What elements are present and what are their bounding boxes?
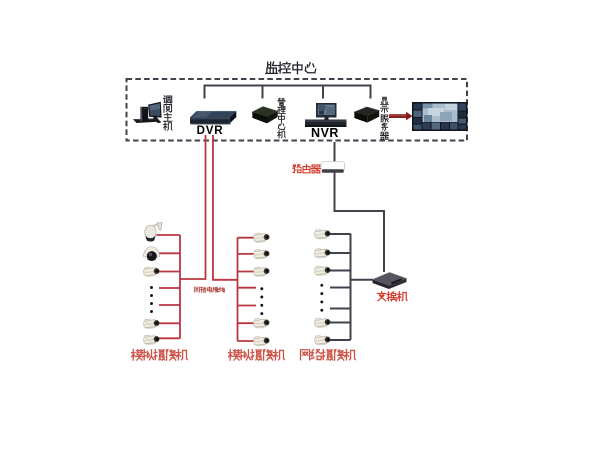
svg-text:DVR: DVR [197,125,224,137]
svg-text:NVR: NVR [311,126,339,140]
